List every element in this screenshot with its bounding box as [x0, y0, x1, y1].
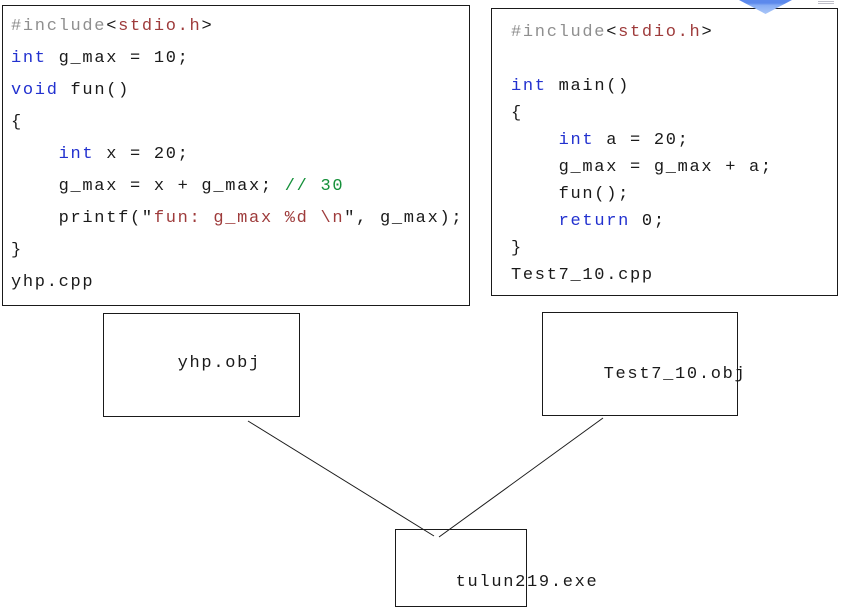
code-token: a = 20;	[594, 131, 690, 150]
code-token: <	[106, 17, 119, 36]
executable-file-box: tulun219.exe	[395, 529, 597, 607]
code-token: main()	[546, 77, 631, 96]
code-token: {	[11, 113, 23, 132]
code-token: fun()	[58, 81, 131, 100]
code-token: #include	[11, 17, 107, 36]
code-line: int a = 20;	[511, 127, 837, 154]
executable-file-label: tulun219.exe	[455, 573, 599, 592]
source-code-box-test7-10-cpp: #include<stdio.h> int main() { int a = 20;…	[491, 8, 838, 296]
code-token: x = 20;	[94, 145, 190, 164]
code-token: void	[11, 81, 59, 100]
code-token: }	[11, 241, 23, 260]
code-token: int	[558, 131, 595, 150]
code-token: >	[201, 17, 214, 36]
code-token: yhp.cpp	[11, 273, 95, 292]
code-token: }	[511, 239, 523, 258]
code-line: fun();	[511, 181, 837, 208]
code-line: return 0;	[511, 208, 837, 235]
source-code-box-yhp-cpp: #include<stdio.h>int g_max = 10;void fun…	[2, 5, 470, 306]
code-token: g_max = 10;	[46, 49, 190, 68]
code-line: printf("fun: g_max %d \n", g_max);	[11, 203, 469, 235]
code-line: int g_max = 10;	[11, 43, 469, 75]
code-token: printf("	[11, 209, 154, 228]
code-token	[511, 212, 559, 231]
object-file-box-yhp-obj: yhp.obj	[103, 313, 300, 417]
code-token: // 30	[284, 177, 345, 196]
code-token: fun: g_max %d \n	[153, 209, 345, 228]
object-file-label-yhp-obj: yhp.obj	[177, 354, 261, 373]
code-token: fun();	[511, 185, 631, 204]
code-token: int	[58, 145, 95, 164]
code-token: int	[511, 77, 547, 96]
code-token: {	[511, 104, 523, 123]
code-line: yhp.cpp	[11, 267, 469, 299]
code-token: <	[606, 23, 619, 42]
code-token: g_max = g_max + a;	[511, 158, 773, 177]
connector-yhp-obj-to-exe	[247, 420, 435, 537]
code-token	[11, 145, 59, 164]
object-file-box-test7-10-obj: Test7_10.obj	[542, 312, 745, 416]
code-line: int main()	[511, 73, 837, 100]
code-token: >	[701, 23, 714, 42]
watermark-text-fragment	[818, 1, 834, 9]
code-line: int x = 20;	[11, 139, 469, 171]
code-line: Test7_10.cpp	[511, 262, 837, 289]
code-line: g_max = x + g_max; // 30	[11, 171, 469, 203]
code-token: 0;	[630, 212, 666, 231]
code-line: g_max = g_max + a;	[511, 154, 837, 181]
code-line: {	[11, 107, 469, 139]
code-token: stdio.h	[118, 17, 202, 36]
code-token	[511, 131, 559, 150]
object-file-label-test7-10-obj: Test7_10.obj	[603, 365, 747, 384]
code-token: Test7_10.cpp	[511, 266, 654, 285]
code-line: #include<stdio.h>	[11, 11, 469, 43]
code-token: ", g_max);	[344, 209, 464, 228]
code-line: }	[11, 235, 469, 267]
code-token: return	[558, 212, 631, 231]
code-token: int	[11, 49, 47, 68]
code-line: }	[511, 235, 837, 262]
code-line	[511, 46, 837, 73]
code-token: g_max = x + g_max;	[11, 177, 285, 196]
code-token: stdio.h	[618, 23, 702, 42]
code-line: {	[511, 100, 837, 127]
code-token: #include	[511, 23, 607, 42]
connector-test7-10-obj-to-exe	[438, 417, 604, 538]
code-line: void fun()	[11, 75, 469, 107]
code-line: #include<stdio.h>	[511, 19, 837, 46]
